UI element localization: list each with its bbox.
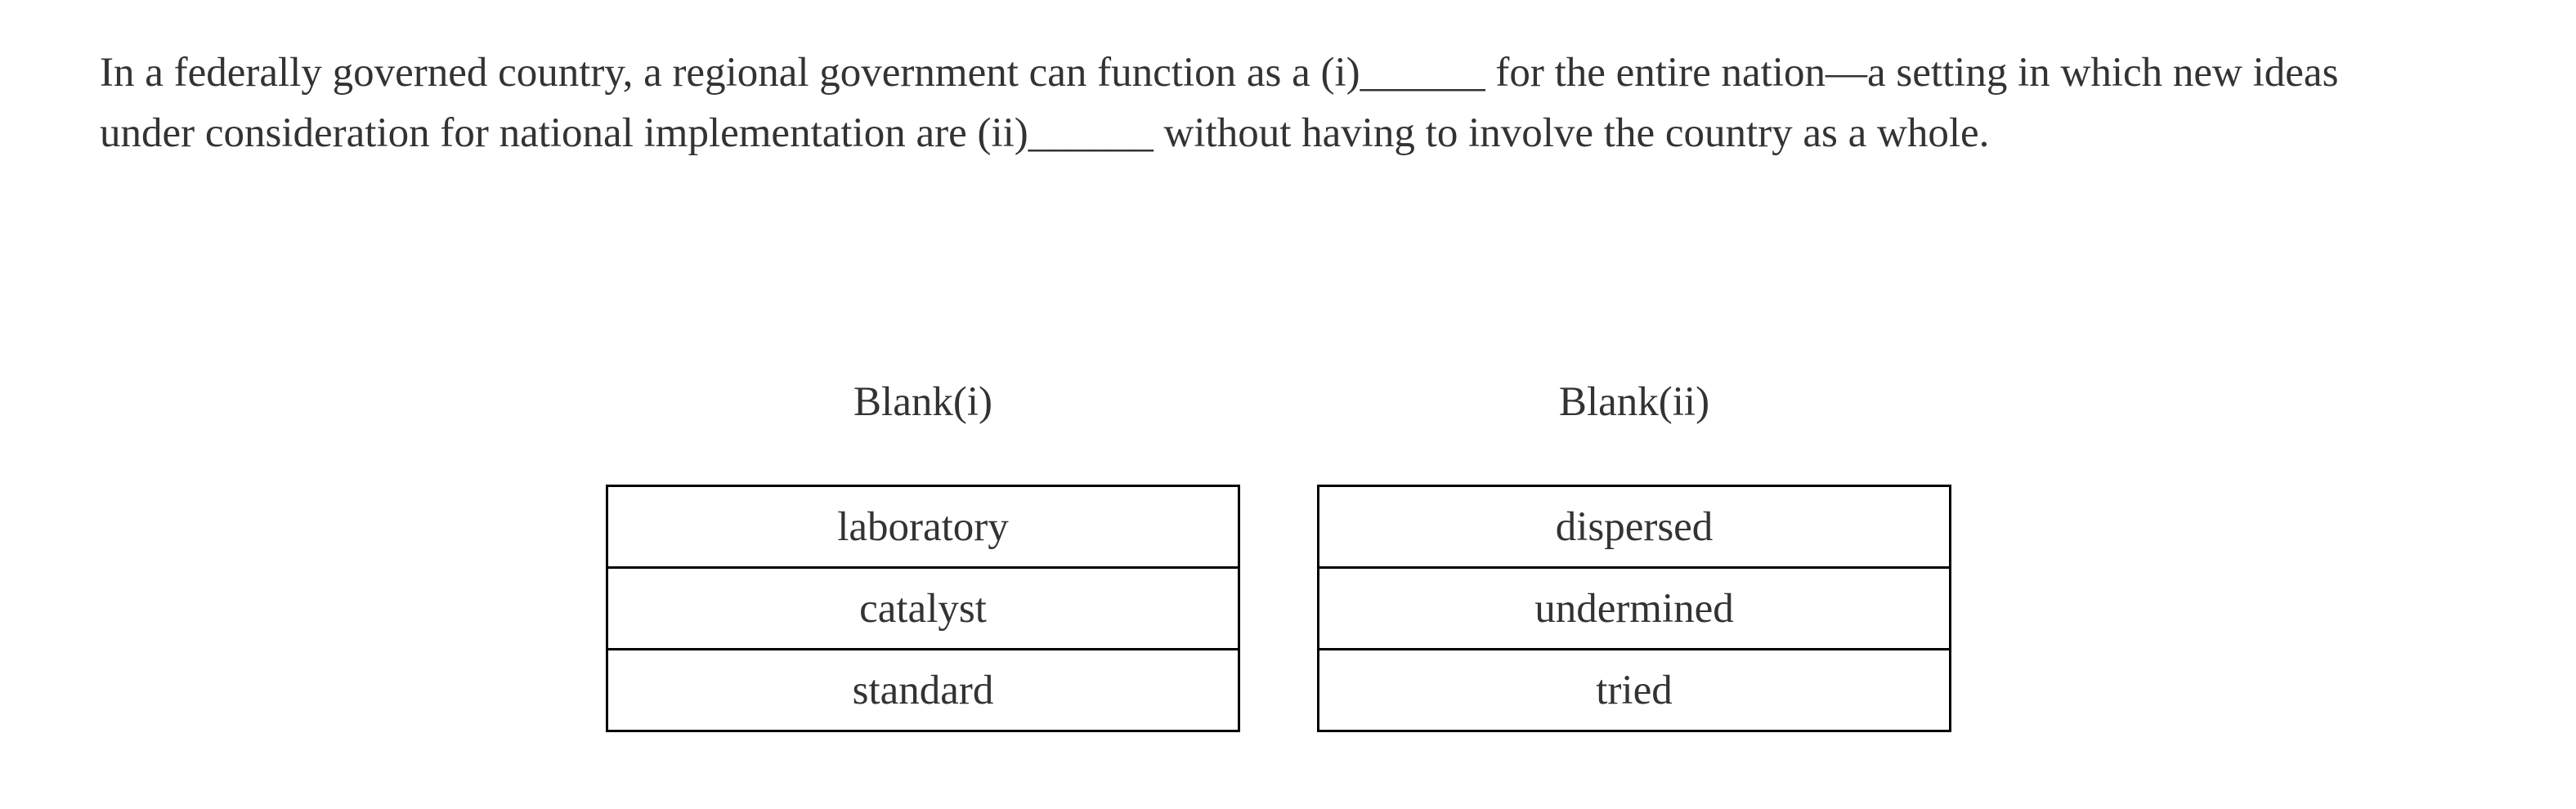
option-row: standard — [606, 648, 1240, 732]
blank-ii-option-dispersed[interactable]: dispersed — [1317, 485, 1951, 569]
blank-ii-heading: Blank(ii) — [1558, 379, 1710, 425]
blank-ii-options-table: dispersed undermined tried — [1317, 485, 1951, 732]
blank-i-option-standard[interactable]: standard — [606, 648, 1240, 732]
blank-ii-option-tried[interactable]: tried — [1317, 648, 1951, 732]
option-row: laboratory — [606, 485, 1240, 569]
blank-i-heading: Blank(i) — [853, 379, 992, 425]
option-row: tried — [1317, 648, 1951, 732]
blank-ii-option-undermined[interactable]: undermined — [1317, 566, 1951, 650]
question-text: In a federally governed country, a regio… — [100, 42, 2471, 163]
option-row: dispersed — [1317, 485, 1951, 569]
option-row: undermined — [1317, 566, 1951, 650]
option-row: catalyst — [606, 566, 1240, 650]
question-line-1: In a federally governed country, a regio… — [100, 50, 2339, 96]
question-line-2: under consideration for national impleme… — [100, 110, 1990, 156]
blank-i-option-catalyst[interactable]: catalyst — [606, 566, 1240, 650]
blank-i-option-laboratory[interactable]: laboratory — [606, 485, 1240, 569]
blank-i-options-table: laboratory catalyst standard — [606, 485, 1240, 732]
